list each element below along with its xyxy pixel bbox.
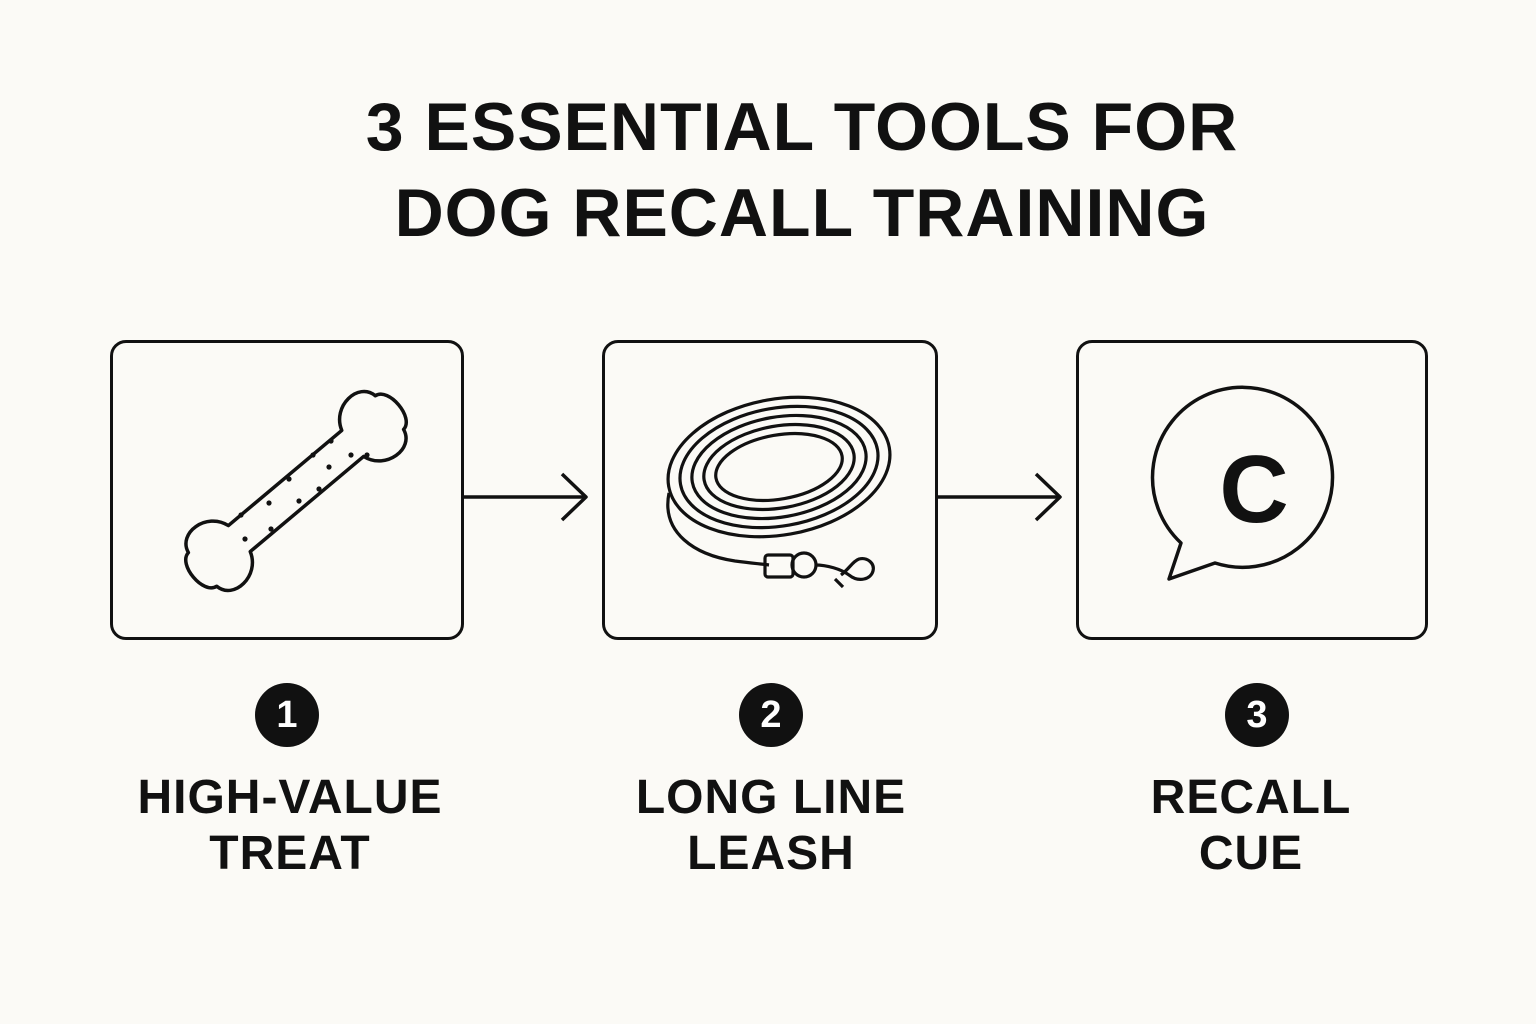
arrow-icon bbox=[938, 472, 1062, 522]
step-label-2: LONG LINE LEASH bbox=[591, 770, 951, 882]
step-number-badge-2: 2 bbox=[739, 683, 803, 747]
tool-card-treat bbox=[110, 340, 464, 640]
tool-card-recall-cue: C bbox=[1076, 340, 1428, 640]
step-number-badge-1: 1 bbox=[255, 683, 319, 747]
speech-bubble-icon bbox=[1150, 385, 1335, 581]
speech-bubble-letter: C bbox=[1219, 436, 1289, 543]
step-label-1: HIGH-VALUE TREAT bbox=[110, 770, 470, 882]
step-label-2-line-2: LEASH bbox=[687, 827, 855, 880]
page-title: 3 ESSENTIAL TOOLS FOR DOG RECALL TRAININ… bbox=[0, 84, 1536, 256]
step-label-2-line-1: LONG LINE bbox=[635, 771, 907, 824]
tool-card-leash bbox=[602, 340, 938, 640]
step-label-1-line-2: TREAT bbox=[209, 827, 371, 880]
step-label-3-line-1: RECALL bbox=[1150, 771, 1352, 824]
step-label-1-line-1: HIGH-VALUE bbox=[137, 771, 443, 824]
title-line-2: DOG RECALL TRAINING bbox=[394, 175, 1210, 251]
step-number-badge-3: 3 bbox=[1225, 683, 1289, 747]
bone-icon bbox=[184, 389, 408, 593]
leash-icon bbox=[666, 395, 892, 589]
arrow-icon bbox=[464, 472, 588, 522]
title-line-1: 3 ESSENTIAL TOOLS FOR bbox=[365, 89, 1239, 165]
step-label-3: RECALL CUE bbox=[1071, 770, 1431, 882]
step-label-3-line-2: CUE bbox=[1198, 827, 1304, 880]
